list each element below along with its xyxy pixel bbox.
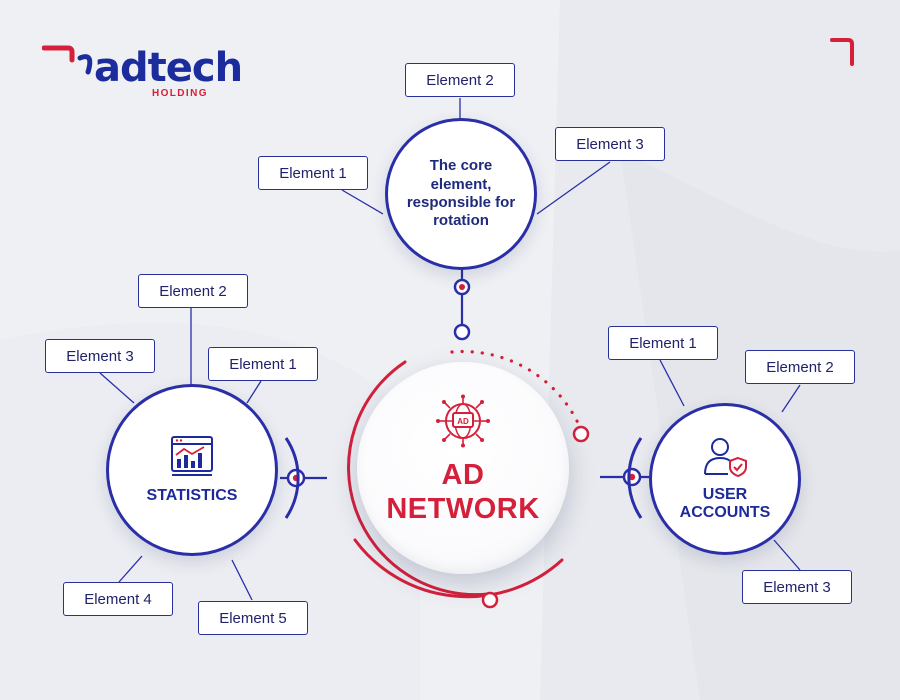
center-bottom-red-arc xyxy=(353,538,564,599)
user-accounts-label-line2: ACCOUNTS xyxy=(679,504,771,521)
corner-bracket xyxy=(830,38,854,66)
user-side-arc xyxy=(627,437,643,519)
ad-network-title-line1: AD xyxy=(441,459,485,492)
center-arc-node-right xyxy=(572,425,590,443)
adtech-logo: adtech HOLDING xyxy=(42,30,243,110)
statistics-element-4-box: Element 4 xyxy=(63,582,173,616)
connector-stats-e5 xyxy=(231,559,253,601)
connector-user-e3 xyxy=(773,539,801,571)
user-accounts-element-3-box: Element 3 xyxy=(742,570,852,604)
connector-stats-e4 xyxy=(118,555,143,583)
statistics-label: STATISTICS xyxy=(146,486,238,504)
connector-stats-e1 xyxy=(246,380,262,404)
statistics-element-3-box: Element 3 xyxy=(45,339,155,373)
user-accounts-circle: USER ACCOUNTS xyxy=(649,403,801,555)
statistics-circle: STATISTICS xyxy=(106,384,278,556)
core-element-1-box: Element 1 xyxy=(258,156,368,190)
center-arc-node-bottom xyxy=(481,591,499,609)
connector-core-e1 xyxy=(341,189,384,215)
connector-core-e3 xyxy=(536,161,611,215)
ad-network-circle: AD AD NETWORK xyxy=(357,362,569,574)
stats-side-arc xyxy=(284,437,300,519)
connector-user-e1 xyxy=(659,359,685,407)
logo-wordmark: adtech xyxy=(94,45,243,91)
center-dotted-arc xyxy=(450,349,584,434)
link-core-center-node-top-dot xyxy=(459,284,465,290)
statistics-element-1-box: Element 1 xyxy=(208,347,318,381)
connector-user-e2 xyxy=(781,384,801,413)
center-outer-arc xyxy=(347,360,490,597)
ad-network-title-line2: NETWORK xyxy=(386,493,540,525)
core-element-circle: The core element, responsible for rotati… xyxy=(385,118,537,270)
connector-stats-e3 xyxy=(99,372,135,404)
core-element-2-box: Element 2 xyxy=(405,63,515,97)
link-core-center-node-bottom xyxy=(453,323,471,341)
statistics-element-2-box: Element 2 xyxy=(138,274,248,308)
user-accounts-label-line1: USER xyxy=(702,485,748,503)
core-element-3-box: Element 3 xyxy=(555,127,665,161)
analytics-chart-icon xyxy=(171,435,213,476)
user-accounts-element-1-box: Element 1 xyxy=(608,326,718,360)
user-accounts-element-2-box: Element 2 xyxy=(745,350,855,384)
user-shield-icon xyxy=(704,437,747,477)
svg-text:AD: AD xyxy=(457,417,469,426)
logo-subtitle: HOLDING xyxy=(152,88,208,99)
globe-ad-icon: AD xyxy=(436,394,490,448)
core-element-text: The core element, responsible for rotati… xyxy=(406,157,516,230)
logo-mark-icon xyxy=(42,45,93,75)
statistics-element-5-box: Element 5 xyxy=(198,601,308,635)
